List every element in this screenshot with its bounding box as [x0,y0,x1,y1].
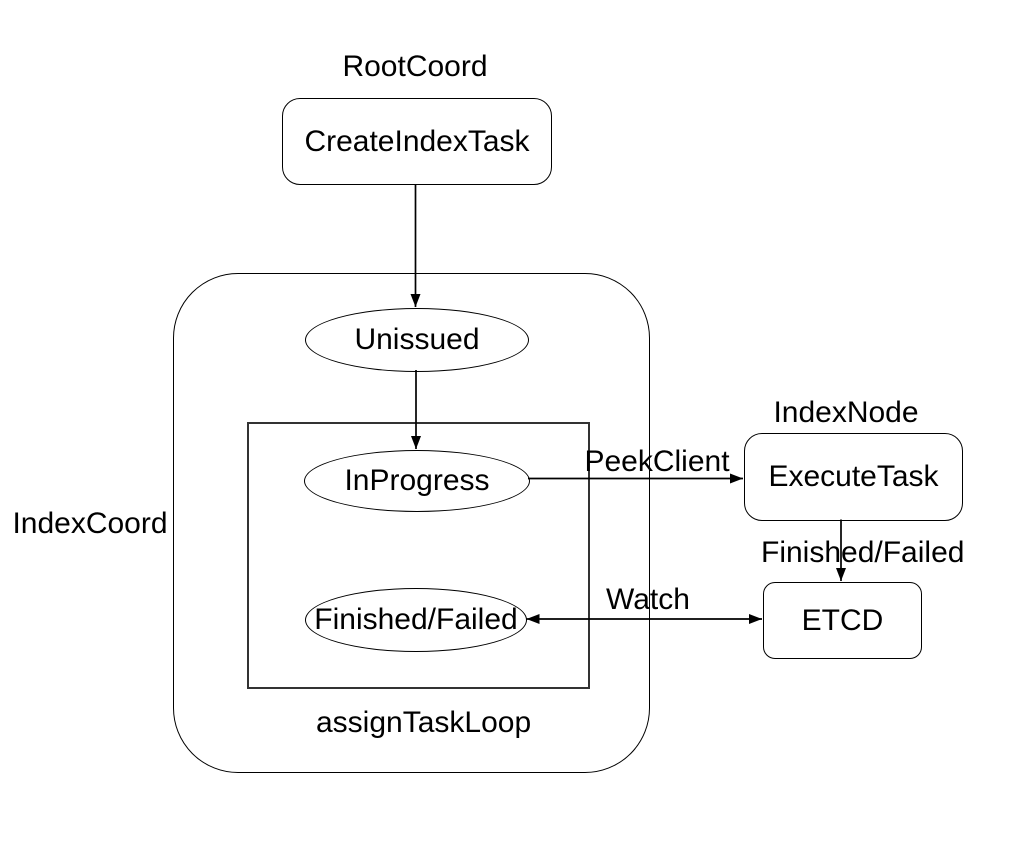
node-in-progress-label: InProgress [344,464,490,497]
group-label-rootcoord: RootCoord [342,50,488,83]
edge-label-peekclient: PeekClient [584,445,730,478]
node-create-index-task-label: CreateIndexTask [304,124,530,158]
group-label-indexnode: IndexNode [773,396,919,429]
edge-label-watch: Watch [606,583,690,616]
node-etcd: ETCD [763,582,922,659]
node-create-index-task: CreateIndexTask [282,98,552,185]
node-unissued-label: Unissued [354,323,480,356]
node-finished-failed-label: Finished/Failed [314,603,518,636]
group-label-assigntaskloop: assignTaskLoop [316,706,532,739]
node-execute-task: ExecuteTask [744,433,963,521]
edge-label-finished-failed: Finished/Failed [761,536,965,569]
node-etcd-label: ETCD [801,603,884,637]
node-unissued: Unissued [305,308,529,372]
assign-task-loop-container [247,422,590,689]
node-execute-task-label: ExecuteTask [768,460,939,493]
node-in-progress: InProgress [304,450,530,512]
group-label-indexcoord: IndexCoord [12,507,168,540]
index-coord-container [173,273,650,773]
node-finished-failed: Finished/Failed [305,588,527,652]
